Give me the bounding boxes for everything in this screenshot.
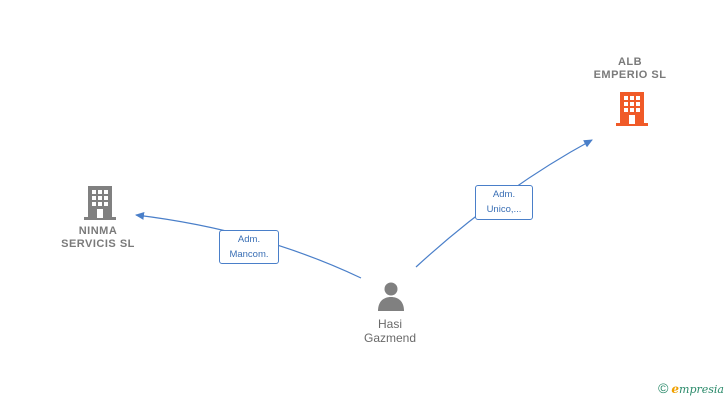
brand-logo-text: mpresia [679, 383, 724, 396]
company-name-line2: EMPERIO SL [593, 69, 667, 81]
person-label[interactable]: Hasi Gazmend [340, 317, 440, 345]
edge-label-adm-mancom[interactable]: Adm. Mancom. [219, 230, 279, 264]
brand-footer: ©empresia [658, 380, 724, 396]
building-icon-alb-emperio[interactable] [616, 90, 648, 126]
edge-label-adm-unico[interactable]: Adm. Unico,... [475, 185, 533, 220]
company-name-line1: ALB [617, 56, 643, 68]
role-line1: Adm. [492, 189, 516, 200]
role-line1: Adm. [237, 234, 261, 245]
copyright-icon: © [658, 380, 669, 396]
person-name-line1: Hasi [377, 317, 402, 331]
person-name-line2: Gazmend [363, 331, 417, 345]
person-icon[interactable] [376, 281, 406, 311]
company-name-line1: NINMA [78, 225, 118, 237]
company-label-alb-emperio[interactable]: ALB EMPERIO SL [580, 56, 680, 82]
brand-logo-initial: e [671, 382, 680, 396]
role-line2: Unico,... [486, 204, 522, 215]
role-line2: Mancom. [229, 249, 269, 260]
building-icon-ninma-servicis[interactable] [84, 184, 116, 220]
company-label-ninma-servicis[interactable]: NINMA SERVICIS SL [48, 225, 148, 251]
company-name-line2: SERVICIS SL [61, 238, 135, 250]
